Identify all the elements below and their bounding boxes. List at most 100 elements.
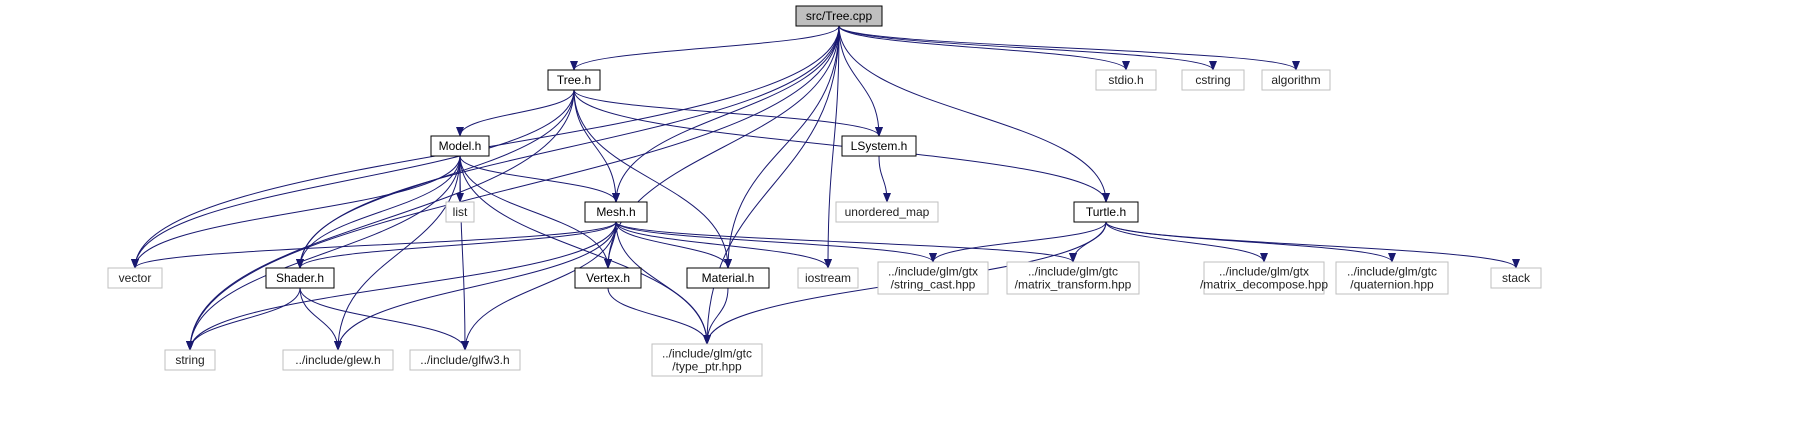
edge-mesh_h-to-glew_h xyxy=(334,221,617,351)
edge-model_h-to-vector xyxy=(131,155,461,269)
node-label: unordered_map xyxy=(845,205,930,219)
edge-shader_h-to-string xyxy=(186,287,301,351)
node-cstring: cstring xyxy=(1181,69,1245,91)
node-label: LSystem.h xyxy=(851,139,908,153)
node-box xyxy=(282,349,394,371)
edge-lsystem_h-to-unordered_map xyxy=(878,155,891,203)
node-box xyxy=(409,349,521,371)
edge-mesh_h-to-matrix_transform xyxy=(615,221,1077,263)
node-label: ../include/glm/gtc xyxy=(1028,265,1118,279)
node-mesh-h[interactable]: Mesh.h xyxy=(584,201,648,223)
edge-tree_cpp-to-tree_h xyxy=(570,25,840,71)
node-box xyxy=(574,267,642,289)
edge-tree_h-to-string xyxy=(186,89,575,351)
edge-tree_h-to-material_h xyxy=(573,89,732,269)
edge-mesh_h-to-material_h xyxy=(615,221,732,269)
node-box xyxy=(1181,69,1245,91)
node-box xyxy=(651,343,763,377)
edge-tree_cpp-to-lsystem_h xyxy=(838,25,883,137)
edge-mesh_h-to-shader_h xyxy=(296,221,617,269)
edge-tree_cpp-to-iostream xyxy=(824,25,840,269)
edge-turtle_h-to-matrix_decompose xyxy=(1105,221,1268,263)
node-box xyxy=(841,135,917,157)
edge-shader_h-to-glfw3_h xyxy=(299,287,469,351)
node-list: list xyxy=(445,201,475,223)
node-string: string xyxy=(164,349,216,371)
edge-mesh_h-to-string xyxy=(186,221,617,351)
node-box xyxy=(1006,261,1140,295)
node-label: stdio.h xyxy=(1108,73,1143,87)
node-label: string xyxy=(175,353,204,367)
node-box xyxy=(164,349,216,371)
edge-tree_cpp-to-string xyxy=(186,25,840,351)
edge-model_h-to-glew_h xyxy=(334,155,461,351)
node-label: Material.h xyxy=(702,271,755,285)
edge-mesh_h-to-vector xyxy=(131,221,617,269)
node-label: algorithm xyxy=(1271,73,1320,87)
node-box xyxy=(1203,261,1325,295)
node-stack: stack xyxy=(1490,267,1542,289)
node-label: Shader.h xyxy=(276,271,324,285)
node-algorithm: algorithm xyxy=(1261,69,1331,91)
node-box xyxy=(686,267,770,289)
edge-turtle_h-to-string_cast xyxy=(929,221,1107,263)
node-label: iostream xyxy=(805,271,851,285)
node-label: ../include/glfw3.h xyxy=(420,353,509,367)
node-turtle-h[interactable]: Turtle.h xyxy=(1073,201,1139,223)
edge-tree_h-to-vector xyxy=(131,89,575,269)
node-box xyxy=(107,267,163,289)
edge-tree_h-to-lsystem_h xyxy=(573,89,883,137)
node-glew-h: ../include/glew.h xyxy=(282,349,394,371)
node-iostream: iostream xyxy=(797,267,859,289)
edge-mesh_h-to-iostream xyxy=(615,221,832,269)
edge-tree_cpp-to-stdio_h xyxy=(838,25,1130,71)
node-label: Model.h xyxy=(439,139,482,153)
edge-model_h-to-string xyxy=(186,155,461,351)
node-label: src/Tree.cpp xyxy=(806,9,873,23)
node-label: /matrix_decompose.hpp xyxy=(1200,278,1328,292)
node-tree-h[interactable]: Tree.h xyxy=(547,69,601,91)
node-vector: vector xyxy=(107,267,163,289)
edge-tree_h-to-mesh_h xyxy=(573,89,620,203)
node-label: Tree.h xyxy=(557,73,591,87)
node-lsystem-h[interactable]: LSystem.h xyxy=(841,135,917,157)
node-material-h[interactable]: Material.h xyxy=(686,267,770,289)
edge-mesh_h-to-glfw3_h xyxy=(461,221,617,351)
edge-model_h-to-vertex_h xyxy=(459,155,612,269)
node-vertex-h[interactable]: Vertex.h xyxy=(574,267,642,289)
edge-tree_cpp-to-cstring xyxy=(838,25,1217,71)
node-label: ../include/glm/gtc xyxy=(1347,265,1437,279)
edge-turtle_h-to-stack xyxy=(1105,221,1520,269)
node-box xyxy=(835,201,939,223)
node-matrix-decompose: ../include/glm/gtx/matrix_decompose.hpp xyxy=(1200,261,1328,295)
node-label: ../include/glm/gtx xyxy=(888,265,978,279)
node-label: Vertex.h xyxy=(586,271,630,285)
node-label: stack xyxy=(1502,271,1531,285)
node-shader-h[interactable]: Shader.h xyxy=(265,267,335,289)
edge-tree_h-to-model_h xyxy=(456,89,575,137)
node-box xyxy=(547,69,601,91)
edge-tree_cpp-to-algorithm xyxy=(838,25,1300,71)
node-box xyxy=(445,201,475,223)
node-label: Mesh.h xyxy=(596,205,635,219)
node-label: ../include/glm/gtc xyxy=(662,347,752,361)
node-matrix-transform: ../include/glm/gtc/matrix_transform.hpp xyxy=(1006,261,1140,295)
edge-shader_h-to-glew_h xyxy=(299,287,342,351)
node-box xyxy=(877,261,989,295)
edge-tree_cpp-to-turtle_h xyxy=(838,25,1110,203)
edge-tree_cpp-to-vertex_h xyxy=(604,25,840,269)
node-unordered-map: unordered_map xyxy=(835,201,939,223)
edge-tree_cpp-to-mesh_h xyxy=(612,25,840,203)
node-box xyxy=(797,267,859,289)
edge-mesh_h-to-string_cast xyxy=(615,221,937,263)
node-model-h[interactable]: Model.h xyxy=(430,135,490,157)
node-tree-cpp[interactable]: src/Tree.cpp xyxy=(795,5,883,27)
node-box xyxy=(1490,267,1542,289)
edge-tree_cpp-to-material_h xyxy=(724,25,840,269)
node-box xyxy=(265,267,335,289)
node-box xyxy=(430,135,490,157)
node-label: ../include/glm/gtx xyxy=(1219,265,1309,279)
edge-turtle_h-to-quaternion xyxy=(1105,221,1396,263)
